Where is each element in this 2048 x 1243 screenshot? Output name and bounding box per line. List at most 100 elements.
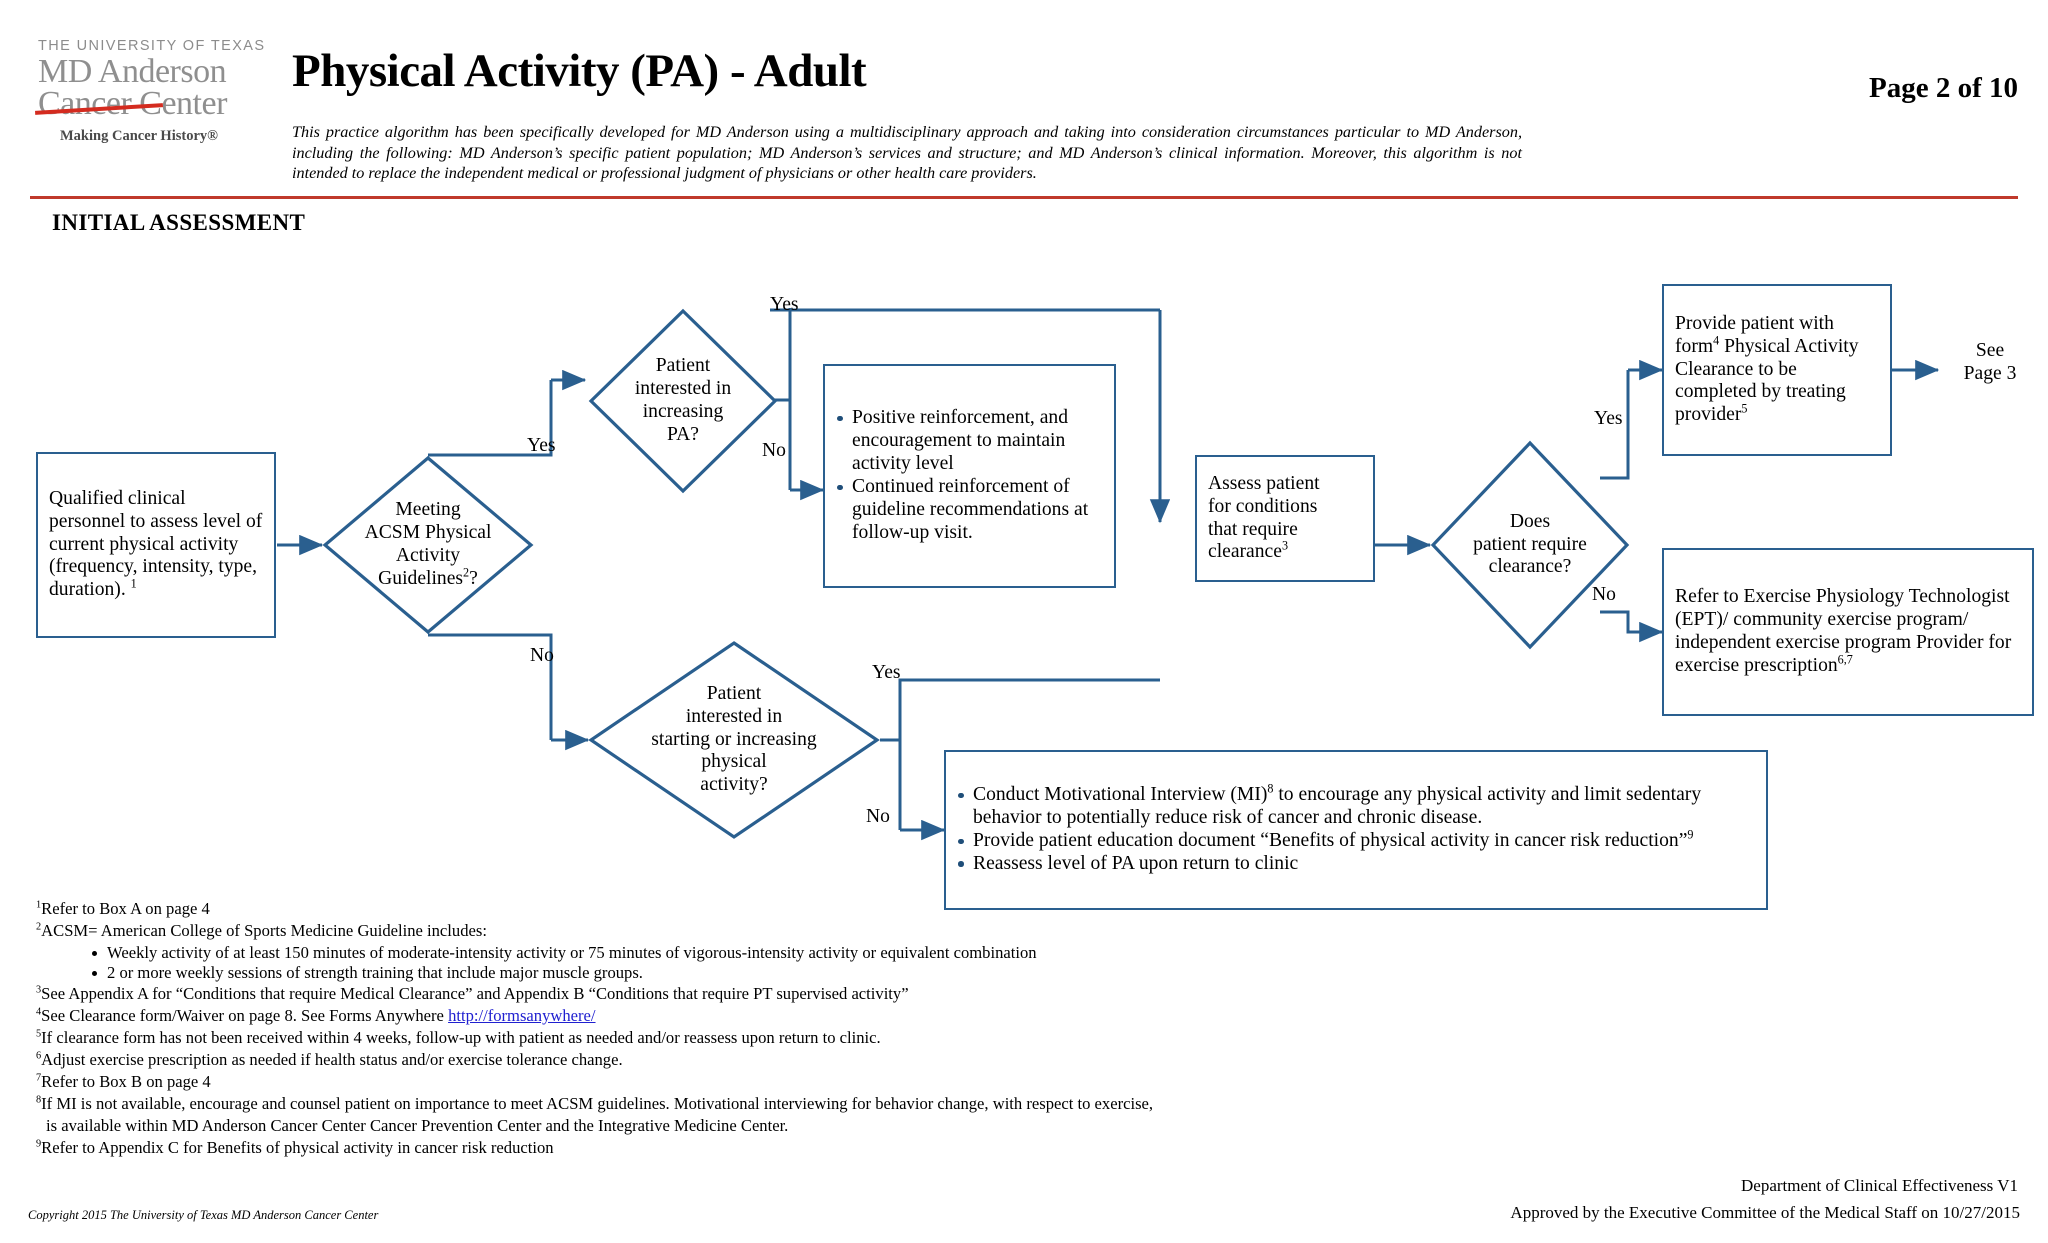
list-item: Reassess level of PA upon return to clin… — [957, 853, 1755, 876]
assess-line-1: Assess patient — [1208, 472, 1320, 494]
footnote-item-4: 4See Clearance form/Waiver on page 8. Se… — [36, 1005, 596, 1025]
see-page3-line-2: Page 3 — [1963, 362, 2017, 384]
node-does-patient-require-clearance: Does patient require clearance? — [1430, 440, 1630, 650]
mi-b1-post: to encourage any physical activity and l… — [973, 784, 1702, 829]
edge-label-starting-no: No — [866, 806, 890, 827]
footnote-item-1: 1Refer to Box A on page 4 — [36, 899, 210, 918]
node-motivational-interview: Conduct Motivational Interview (MI)8 to … — [944, 750, 1768, 910]
mi-b2-pre: Provide patient education document “Bene… — [973, 830, 1688, 851]
node-meeting-acsm-label: Meeting ACSM Physical Activity Guideline… — [322, 455, 534, 635]
starting-line-3: starting or increasing — [651, 728, 817, 750]
node-positive-reinforcement: Positive reinforcement, and encouragemen… — [823, 364, 1116, 588]
node-see-page-3: See Page 3 — [1940, 340, 2040, 386]
node-increasing-pa-label: Patient interested in increasing PA? — [588, 308, 778, 494]
edge-label-starting-yes: Yes — [872, 662, 901, 683]
acsm-line-1: Meeting — [395, 499, 461, 521]
footnote-sub-item: 2 or more weekly sessions of strength tr… — [92, 963, 1456, 983]
node-meeting-acsm-guidelines: Meeting ACSM Physical Activity Guideline… — [322, 455, 534, 635]
node-qualified-personnel-text: Qualified clinical personnel to assess l… — [49, 487, 263, 601]
increasing-line-1: Patient — [655, 355, 711, 377]
logo-line-cancer-center: Cancer Center — [38, 85, 227, 122]
footnote-item-8: 8If MI is not available, encourage and c… — [36, 1093, 1154, 1113]
footnote-number: 7 — [36, 1072, 42, 1084]
footnote-item-3: 3See Appendix A for “Conditions that req… — [36, 983, 909, 1003]
see-page3-line-1: See — [1975, 340, 2005, 361]
provide-form-mid: Physical Activity Clearance to be comple… — [1675, 335, 1859, 426]
edge-label-acsm-no: No — [530, 645, 554, 666]
logo-line-university: THE UNIVERSITY OF TEXAS — [38, 38, 266, 54]
footnote-ref-6-7: 6,7 — [1837, 652, 1853, 667]
increasing-line-3: increasing — [642, 401, 724, 422]
logo-tagline: Making Cancer History® — [60, 128, 218, 144]
assess-line-3: that require — [1208, 518, 1298, 540]
md-anderson-logo: THE UNIVERSITY OF TEXAS MD Anderson Canc… — [35, 38, 283, 148]
node-provide-clearance-form: Provide patient with form4 Physical Acti… — [1662, 284, 1892, 456]
footnote-ref-8: 8 — [1267, 781, 1274, 796]
footnote-number: 6 — [36, 1050, 42, 1062]
footnote-item-6: 6Adjust exercise prescription as needed … — [36, 1049, 623, 1069]
forms-anywhere-link[interactable]: http://formsanywhere/ — [448, 1005, 596, 1025]
starting-line-1: Patient — [706, 682, 762, 704]
node-patient-interested-starting: Patient interested in starting or increa… — [588, 640, 880, 840]
footnote-number: 4 — [36, 1006, 42, 1018]
provide-form-pre: Provide patient with form — [1675, 312, 1834, 357]
starting-line-4: physical — [701, 751, 767, 773]
diamond-shape-increasing-pa — [588, 308, 778, 494]
footnote-continuation: is available within MD Anderson Cancer C… — [46, 1115, 789, 1135]
footnote-ref-4: 4 — [1713, 333, 1720, 348]
acsm-line-4-tail: ? — [469, 567, 478, 589]
footnote-ref-9: 9 — [1687, 827, 1694, 842]
logo-line-mdanderson: MD Anderson — [38, 53, 227, 90]
footnote-ref-5: 5 — [1741, 401, 1748, 416]
edge-label-clearance-no: No — [1592, 584, 1616, 605]
footnote-number: 5 — [36, 1028, 42, 1040]
footnote-sub-item: Weekly activity of at least 150 minutes … — [92, 943, 1456, 963]
starting-line-2: interested in — [685, 705, 783, 727]
acsm-line-2: ACSM Physical — [364, 522, 492, 544]
list-item: Provide patient education document “Bene… — [957, 827, 1755, 853]
node-clearance-label: Does patient require clearance? — [1430, 440, 1630, 650]
page-number: Page 2 of 10 — [1869, 72, 2018, 104]
clearance-line-1: Does — [1509, 510, 1551, 532]
footnote-item-2: 2ACSM= American College of Sports Medici… — [36, 920, 487, 940]
footnotes-list: 1Refer to Box A on page 4 2ACSM= American… — [36, 899, 1456, 1160]
node-assess-conditions: Assess patient for conditions that requi… — [1195, 455, 1375, 582]
footnote-item-5: 5If clearance form has not been received… — [36, 1027, 881, 1047]
increasing-line-4: PA? — [667, 423, 699, 445]
node-starting-pa-label: Patient interested in starting or increa… — [588, 640, 880, 840]
clearance-line-2: patient require — [1473, 533, 1587, 555]
motivational-interview-list: Conduct Motivational Interview (MI)8 to … — [957, 781, 1755, 876]
footnote-item-7: 7Refer to Box B on page 4 — [36, 1071, 211, 1091]
positive-reinforcement-list: Positive reinforcement, and encouragemen… — [836, 407, 1103, 545]
diamond-shape-acsm — [322, 455, 534, 635]
acsm-line-4: Guidelines2? — [365, 566, 492, 591]
footnote-number: 1 — [36, 899, 42, 911]
edge-label-clearance-yes: Yes — [1594, 408, 1623, 429]
header-divider — [30, 196, 2018, 199]
list-item: Continued reinforcement of guideline rec… — [836, 476, 1103, 545]
edge-label-increasing-yes: Yes — [770, 294, 799, 315]
assess-line-2: for conditions — [1208, 495, 1318, 517]
node-patient-interested-increasing-pa: Patient interested in increasing PA? — [588, 308, 778, 494]
copyright-text: Copyright 2015 The University of Texas M… — [28, 1208, 379, 1222]
footnote-number: 3 — [36, 984, 42, 996]
approved-line: Approved by the Executive Committee of t… — [1510, 1203, 2020, 1222]
increasing-line-2: interested in — [634, 378, 732, 400]
footnote-ref-3: 3 — [1281, 538, 1289, 553]
edge-label-increasing-no: No — [762, 440, 786, 461]
diamond-shape-starting-pa — [588, 641, 880, 839]
node-refer-exercise-physiology: Refer to Exercise Physiology Technologis… — [1662, 548, 2034, 716]
acsm-line-3: Activity — [395, 545, 461, 566]
list-item: Conduct Motivational Interview (MI)8 to … — [957, 781, 1755, 830]
acsm-line-4-text: Guidelines — [378, 567, 464, 589]
node-qualified-personnel: Qualified clinical personnel to assess l… — [36, 452, 276, 638]
list-item: Positive reinforcement, and encouragemen… — [836, 407, 1103, 476]
logo-line-cancer-center-wrap: Cancer Center — [35, 85, 227, 122]
footnote-item-9: 9Refer to Appendix C for Benefits of phy… — [36, 1137, 554, 1157]
footnote-number: 2 — [36, 921, 42, 933]
refer-ept-text: Refer to Exercise Physiology Technologis… — [1675, 586, 2012, 676]
assess-line-4: clearance3 — [1208, 538, 1320, 564]
assess-line-4-text: clearance — [1208, 541, 1282, 563]
department-line: Department of Clinical Effectiveness V1 — [1741, 1176, 2018, 1195]
mi-b1-pre: Conduct Motivational Interview (MI) — [973, 784, 1268, 806]
